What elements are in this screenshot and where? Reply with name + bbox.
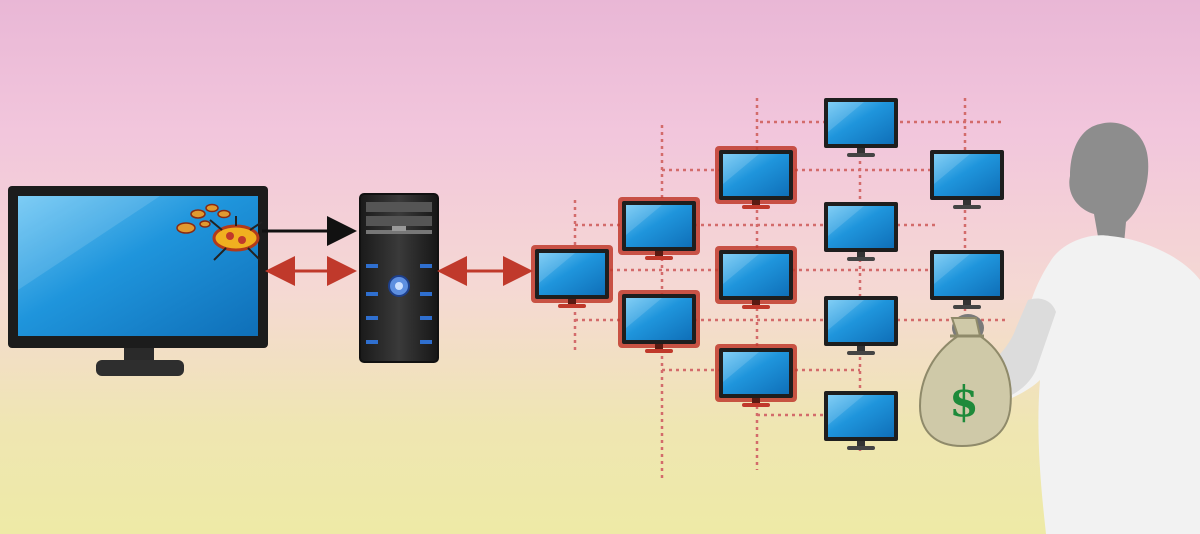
money-bag-symbol: $ <box>949 377 978 426</box>
botnet-monitor-icon <box>824 98 898 157</box>
infected-botnet-monitor-icon <box>715 146 797 209</box>
botnet-monitors <box>531 98 1004 450</box>
infected-botnet-monitor-icon <box>618 197 700 260</box>
malware-bugs-icon <box>176 203 263 261</box>
infected-botnet-monitor-icon <box>715 246 797 309</box>
server-tower-icon <box>359 193 439 363</box>
money-bag-icon: $ <box>918 317 1012 448</box>
infected-computer-monitor-icon <box>8 186 268 376</box>
botnet-monitor-icon <box>824 296 898 355</box>
infected-botnet-monitor-icon <box>618 290 700 353</box>
botnet-monitor-icon <box>824 391 898 450</box>
infected-botnet-monitor-icon <box>715 344 797 407</box>
botnet-monitor-icon <box>930 150 1004 209</box>
botnet-monitor-icon <box>930 250 1004 309</box>
infected-botnet-monitor-icon <box>531 245 613 308</box>
botnet-monitor-icon <box>824 202 898 261</box>
person-silhouette-icon <box>952 122 1200 534</box>
